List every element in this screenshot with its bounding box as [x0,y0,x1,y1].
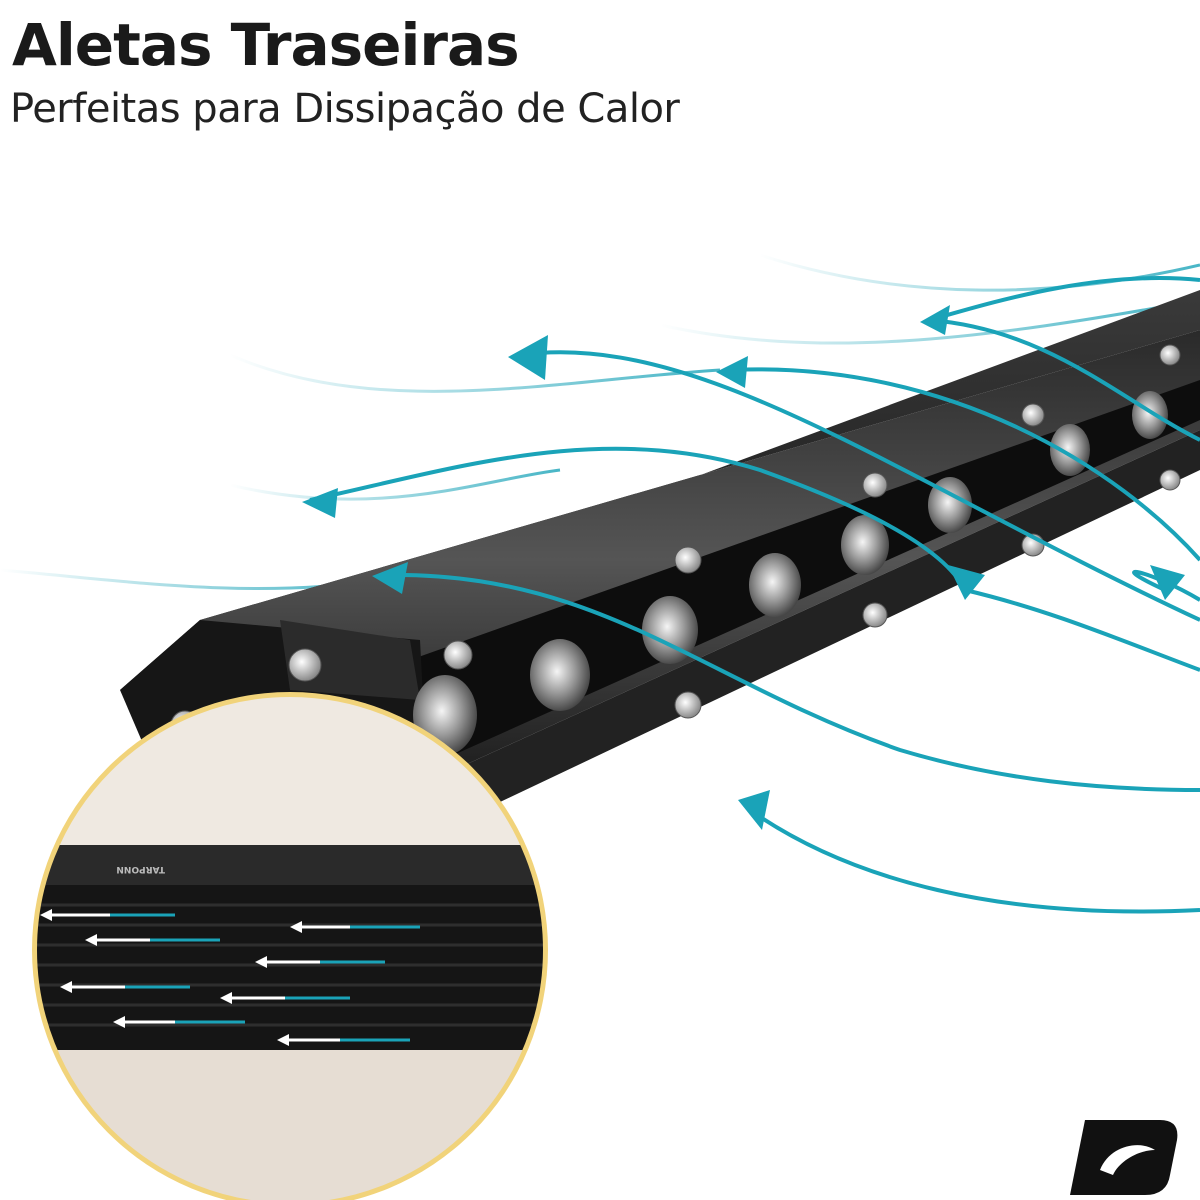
airflow-arrows [309,276,1200,914]
inset-detail: TARPONN [32,692,548,1200]
airflow-arrowheads [302,305,1185,830]
page-subtitle: Perfeitas para Dissipação de Calor [10,86,680,132]
brand-logo-icon [1070,1120,1178,1195]
page-title: Aletas Traseiras [12,11,520,79]
inset-brand-text: TARPONN [116,864,165,874]
